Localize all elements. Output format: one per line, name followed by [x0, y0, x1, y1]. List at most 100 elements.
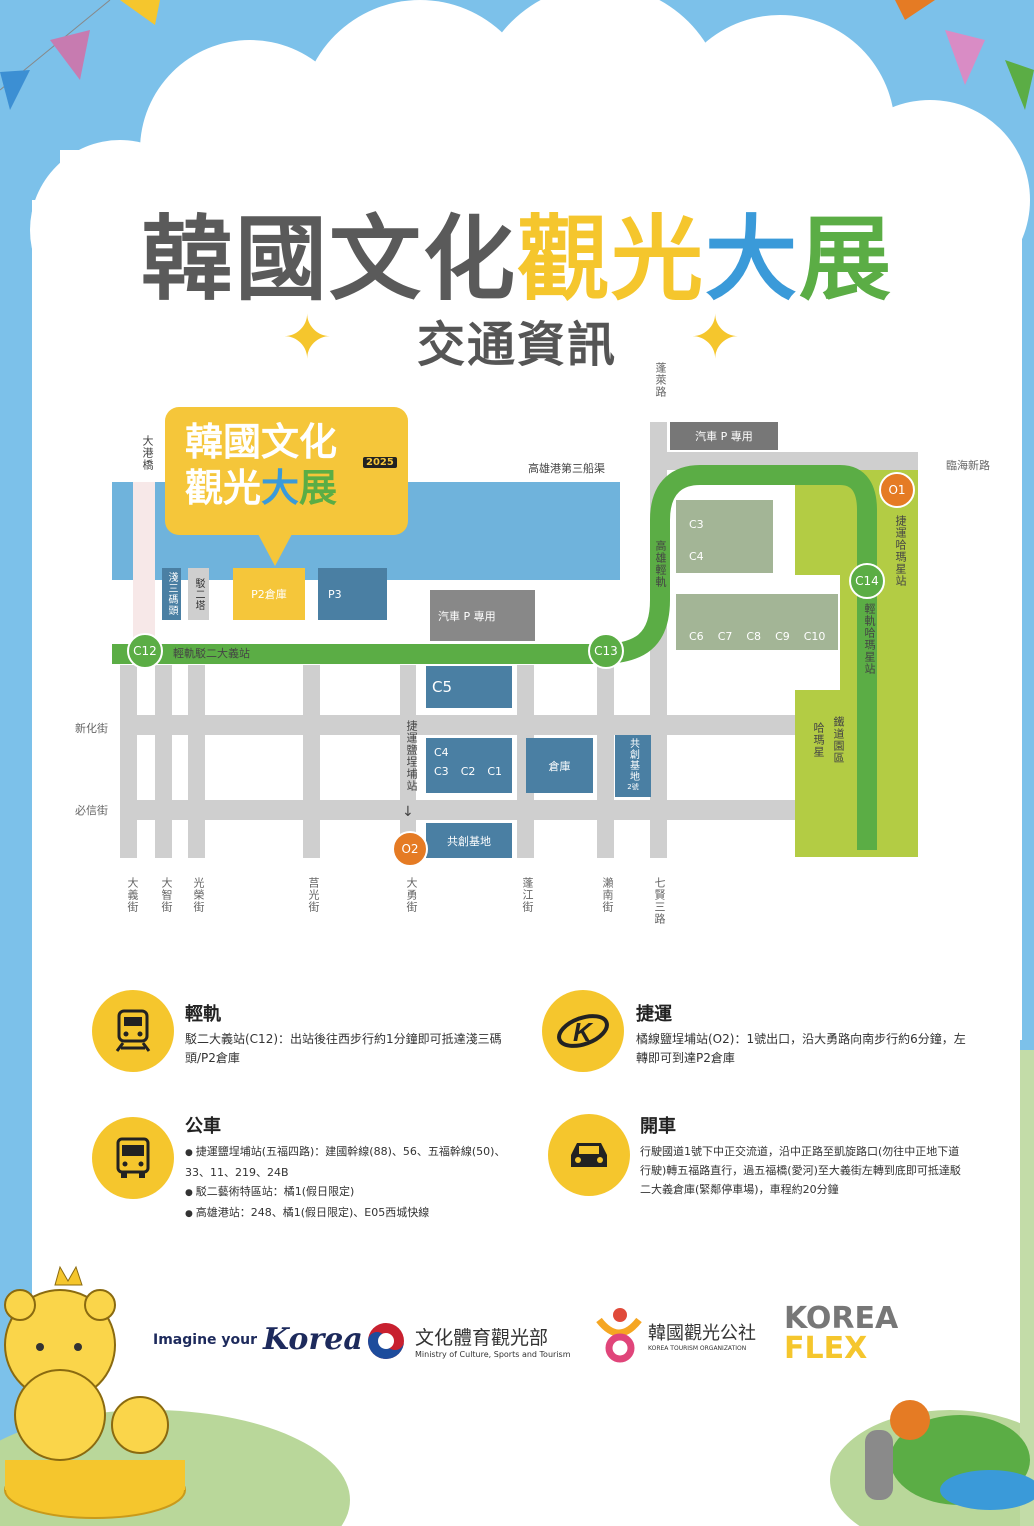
badge-line: 大: [261, 466, 300, 510]
logo-text: KOREA: [784, 1301, 899, 1336]
imagine-your-korea-logo: Imagine your Korea: [153, 1322, 363, 1357]
warehouse-label: C4: [689, 550, 704, 563]
year-tag: 2025: [363, 457, 397, 468]
road-label: 大港橋: [141, 435, 154, 471]
road-label: 蓬萊路: [654, 362, 667, 398]
road-label: 七賢三路: [653, 877, 666, 925]
sparkle-icon: ✦: [690, 303, 741, 373]
cocreate-base: 共創基地: [426, 823, 512, 858]
road-label: 臨海新路: [946, 459, 990, 472]
station-o1[interactable]: O1: [879, 472, 915, 508]
road-label: 大勇街: [405, 877, 418, 913]
station-label: 捷運哈瑪星站: [894, 515, 907, 587]
bear-mascot-illustration: [4, 1265, 186, 1519]
warehouse-label: C3: [434, 765, 449, 778]
kto-emblem-icon: [596, 1308, 642, 1363]
badge-line: 韓國文化: [185, 420, 338, 464]
section-title: 輕軌: [185, 1004, 221, 1025]
bus-route-item: 高雄港站：248、橘1(假日限定)、E05西城快線: [185, 1203, 515, 1224]
section-text: 橘線鹽埕埔站(O2)：1號出口，沿大勇路向南步行約6分鐘，左轉即可到達P2倉庫: [636, 1032, 966, 1065]
canal-label: 高雄港第三船渠: [528, 462, 605, 475]
bus-route-item: 捷運鹽埕埔站(五福四路)：建國幹線(88)、56、五福幹線(50)、33、11、…: [185, 1142, 515, 1182]
warehouse-label: C8: [746, 630, 762, 643]
car-icon: [548, 1114, 630, 1196]
info-bus: 公車 捷運鹽埕埔站(五福四路)：建國幹線(88)、56、五福幹線(50)、33、…: [185, 1112, 515, 1224]
road-label: 光榮街: [192, 877, 205, 913]
mrt-logo-icon: K: [542, 990, 624, 1072]
warehouse-label: C4: [434, 746, 449, 759]
bus-route-item: 駁二藝術特區站：橘1(假日限定): [185, 1182, 515, 1203]
info-mrt: 捷運 橘線鹽埕埔站(O2)：1號出口，沿大勇路向南步行約6分鐘，左轉即可到達P2…: [636, 1000, 966, 1068]
rail-park-area: [795, 470, 918, 857]
building-label: 2號: [627, 783, 639, 791]
warehouse-label: C2: [460, 765, 476, 778]
warehouse-label: C1: [487, 765, 503, 778]
logo-text: 文化體育觀光部: [415, 1327, 549, 1349]
warehouse-label: C10: [803, 630, 826, 643]
road-label: 蓬江街: [521, 877, 534, 913]
section-text: 駁二大義站(C12)：出站後往西步行約1分鐘即可抵達淺三碼頭/P2倉庫: [185, 1032, 502, 1065]
badge-line: 展: [299, 466, 338, 510]
title-part: 觀光: [516, 206, 705, 313]
parking-lot: 汽車 P 專用: [670, 422, 778, 450]
bunting-right: [895, 0, 1034, 110]
sparkle-icon: ✦: [282, 303, 333, 373]
warehouse-c1-c4: C4 C3 C2 C1: [426, 738, 512, 793]
station-c12[interactable]: C12: [127, 633, 163, 669]
pier-qiansan: 淺三碼頭: [162, 568, 181, 620]
warehouse-label: C3: [689, 518, 704, 531]
road-label: 新化街: [75, 722, 108, 735]
map-geometry: [112, 422, 918, 858]
roads: [120, 422, 918, 858]
arrow-down-icon: ↓: [402, 804, 414, 820]
warehouse-row: C6 C7 C8 C9 C10: [689, 630, 825, 643]
section-title: 開車: [640, 1116, 676, 1137]
title-part: 展: [799, 206, 894, 313]
page-subtitle: 交通資訊: [416, 317, 617, 373]
logo-text: FLEX: [784, 1331, 868, 1366]
station-label: 輕軌駁二大義站: [173, 647, 250, 660]
warehouse-label: C6: [689, 630, 704, 643]
area-label: 鐵道園區: [832, 716, 845, 764]
road-label: 大智街: [160, 877, 173, 913]
taegeuk-icon: [368, 1323, 404, 1359]
badge-pointer: [258, 534, 292, 566]
building-label: 共創基地: [627, 738, 639, 782]
section-text: 行駛國道1號下中正交流道，沿中正路至凱旋路口(勿往中正地下道行駛)轉五福路直行，…: [640, 1145, 961, 1196]
page-title: 韓國文化觀光大展: [0, 185, 1034, 318]
warehouse: 倉庫: [526, 738, 593, 793]
logo-text: Imagine your: [153, 1331, 258, 1348]
p3-warehouse: P3: [318, 568, 387, 620]
dagang-bridge: [133, 482, 155, 652]
section-title: 捷運: [636, 1004, 672, 1025]
road-label: 大義街: [126, 877, 139, 913]
bunting-left: [0, 0, 160, 110]
station-c13[interactable]: C13: [588, 633, 624, 669]
section-title: 公車: [185, 1116, 221, 1137]
warehouse-label: C7: [717, 630, 733, 643]
bus-icon: [92, 1117, 174, 1199]
logo-text: 韓國觀光公社: [648, 1322, 756, 1344]
info-car: 開車 行駛國道1號下中正交流道，沿中正路至凱旋路口(勿往中正地下道行駛)轉五福路…: [640, 1112, 970, 1199]
svg-text:K: K: [573, 1017, 594, 1047]
logo-text: Ministry of Culture, Sports and Tourism: [415, 1350, 571, 1359]
road-label: 必信街: [75, 804, 108, 817]
light-rail-icon: [92, 990, 174, 1072]
warehouse-label: C9: [775, 630, 790, 643]
parking-lot: 汽車 P 專用: [430, 590, 535, 641]
light-rail-line: [112, 465, 877, 850]
p2-warehouse: P2倉庫: [233, 568, 305, 620]
logo-text: Korea: [263, 1322, 363, 1357]
line-label: 高雄輕軌: [654, 540, 667, 588]
station-c14[interactable]: C14: [849, 563, 885, 599]
badge-line: 觀光: [185, 466, 262, 510]
station-o2[interactable]: O2: [392, 831, 428, 867]
title-part: 大: [705, 206, 800, 313]
road-label: 瀨南街: [601, 877, 614, 913]
logo-text: KOREA TOURISM ORGANIZATION: [648, 1344, 747, 1352]
bo2-tower: 駁二塔: [188, 568, 209, 620]
event-badge: 韓國文化 觀光大展 2025: [165, 407, 408, 535]
